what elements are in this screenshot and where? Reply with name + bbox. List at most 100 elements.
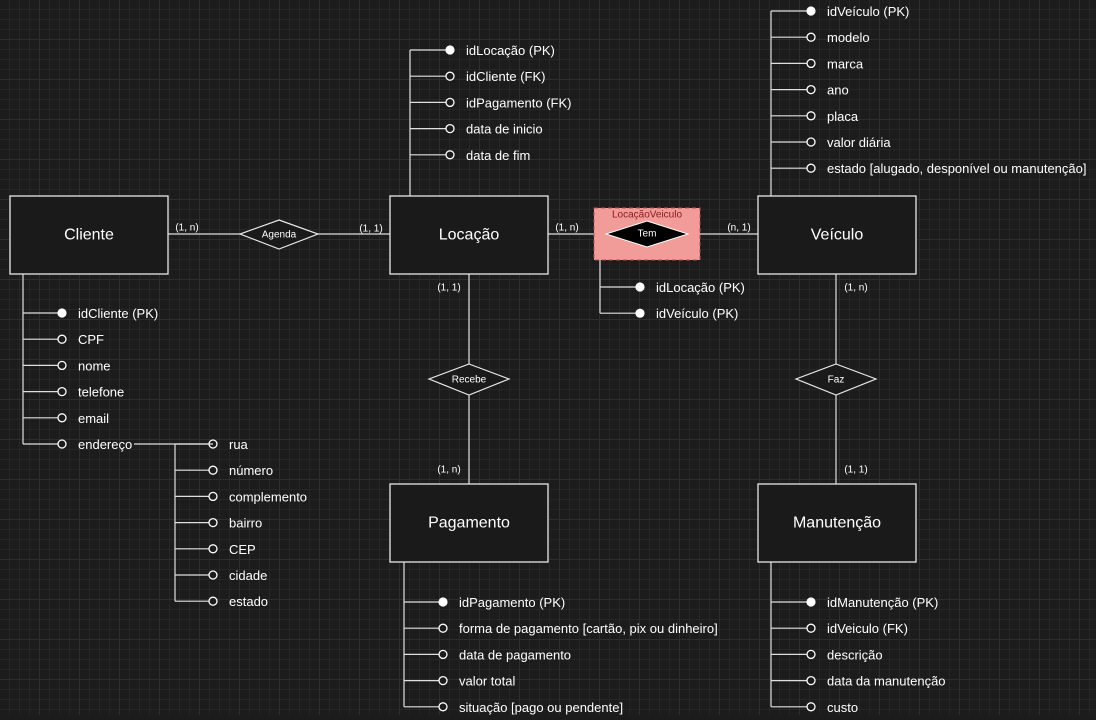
entity-cliente-box[interactable] — [9, 195, 169, 275]
attribute-marker — [438, 702, 448, 712]
primary-key-marker — [635, 282, 645, 292]
attribute-label: bairro — [229, 516, 262, 531]
attribute-marker — [806, 623, 816, 633]
primary-key-marker — [635, 308, 645, 318]
attribute-label: data da manutenção — [827, 674, 946, 689]
entity-veiculo[interactable]: Veículo — [757, 195, 917, 275]
attribute-label: estado [alugado, desponível ou manutençã… — [827, 161, 1086, 176]
attribute-marker — [57, 386, 67, 397]
attribute-label: marca — [827, 56, 864, 71]
attribute-marker — [438, 675, 448, 686]
primary-key-marker — [445, 45, 455, 55]
attribute-label: descrição — [827, 647, 883, 662]
attribute-tree-locacao: idLocação (PK)idCliente (FK)idPagamento … — [409, 43, 572, 196]
attribute-label: situação [pago ou pendente] — [459, 700, 623, 715]
attribute-label: idCliente (PK) — [78, 306, 158, 321]
cardinality-cliente-agenda: (1, n) — [175, 223, 198, 234]
entity-veiculo-label: Veículo — [811, 227, 864, 244]
attribute-marker — [208, 517, 218, 528]
attribute-label: valor total — [459, 674, 515, 689]
relationship-lines — [168, 233, 837, 484]
attribute-marker — [445, 71, 455, 81]
attribute-label: idVeiculo (FK) — [827, 621, 908, 636]
attribute-marker — [208, 491, 218, 502]
attribute-tree-cliente: idCliente (PK)CPFnometelefoneemailendere… — [22, 274, 158, 452]
attribute-label: valor diária — [827, 135, 891, 150]
entity-pagamento-box[interactable] — [389, 483, 549, 563]
attribute-marker — [806, 111, 816, 121]
entity-cliente-label: Cliente — [64, 227, 114, 244]
cardinality-locacao-tem: (1, n) — [555, 223, 578, 234]
cardinalities: (1, n) (1, 1) (1, n) (n, 1) (1, 1) (1, n… — [175, 223, 867, 476]
attribute-marker — [806, 84, 816, 95]
attribute-marker — [806, 702, 816, 712]
entity-veiculo-box[interactable] — [757, 195, 917, 275]
primary-key-marker — [806, 597, 816, 607]
attribute-marker — [438, 623, 448, 633]
attribute-marker — [806, 649, 816, 660]
attribute-label: idVeículo (PK) — [827, 4, 909, 19]
entity-pagamento[interactable]: Pagamento — [389, 483, 549, 563]
attribute-label: email — [78, 411, 109, 426]
attribute-label: idPagamento (PK) — [459, 595, 565, 610]
attribute-marker — [208, 570, 218, 580]
relationship-faz[interactable]: Faz — [794, 363, 878, 396]
attribute-marker — [806, 32, 816, 42]
attribute-label: complemento — [229, 489, 307, 504]
attribute-marker — [806, 58, 816, 69]
attribute-label: idManutenção (PK) — [827, 595, 938, 610]
primary-key-marker — [438, 597, 448, 607]
attribute-label: estado — [229, 594, 268, 609]
cardinality-locacao-recebe: (1, 1) — [437, 283, 460, 294]
entity-locacao-box[interactable] — [389, 195, 549, 275]
attribute-label: telefone — [78, 385, 124, 400]
relationship-faz-diamond[interactable] — [794, 363, 878, 396]
cardinality-recebe-pagamento: (1, n) — [437, 465, 460, 476]
relationship-recebe-label: Recebe — [452, 375, 487, 386]
relationship-recebe[interactable]: Recebe — [427, 363, 511, 396]
attribute-marker — [208, 465, 218, 475]
relationship-tem-diamond[interactable] — [604, 220, 690, 248]
attribute-label: idVeículo (PK) — [656, 306, 738, 321]
attribute-label: número — [229, 463, 273, 478]
entity-manutencao-label: Manutenção — [793, 515, 881, 532]
relationship-agenda-diamond[interactable] — [238, 219, 320, 250]
attribute-marker — [208, 596, 218, 606]
attribute-trees: idCliente (PK)CPFnometelefoneemailendere… — [22, 4, 1086, 715]
associative-entity-locacao-veiculo[interactable]: LocaçãoVeiculo Tem — [593, 207, 701, 261]
associative-entity-title: LocaçãoVeiculo — [612, 210, 682, 221]
primary-key-marker — [806, 6, 816, 16]
attribute-label: placa — [827, 109, 859, 124]
attribute-label: idCliente (FK) — [466, 69, 545, 84]
entity-cliente[interactable]: Cliente — [9, 195, 169, 275]
relationship-agenda[interactable]: Agenda — [238, 219, 320, 250]
attribute-marker — [57, 413, 67, 423]
attribute-label: modelo — [827, 30, 870, 45]
entity-pagamento-label: Pagamento — [428, 515, 510, 532]
attribute-tree-locacao_veiculo: idLocação (PK)idVeículo (PK) — [599, 260, 745, 321]
relationship-recebe-diamond[interactable] — [427, 363, 511, 396]
attribute-tree-manutencao: idManutenção (PK) idVeiculo (FK) descrição… — [770, 562, 946, 715]
cardinality-agenda-locacao: (1, 1) — [359, 224, 382, 235]
attribute-marker — [438, 649, 448, 660]
attribute-marker — [57, 334, 67, 344]
entity-locacao-label: Locação — [439, 227, 500, 244]
primary-key-marker — [57, 308, 67, 318]
attribute-label: idPagamento (FK) — [466, 95, 572, 110]
entity-manutencao[interactable]: Manutenção — [757, 483, 917, 563]
relationship-faz-label: Faz — [828, 375, 845, 386]
relationship-agenda-label: Agenda — [262, 230, 297, 241]
attribute-label: data de inicio — [466, 122, 543, 137]
entity-locacao[interactable]: Locação — [389, 195, 549, 275]
attribute-label: forma de pagamento [cartão, pix ou dinhe… — [459, 621, 718, 636]
attribute-label: data de fim — [466, 148, 530, 163]
attribute-label: cidade — [229, 568, 267, 583]
entity-manutencao-box[interactable] — [757, 483, 917, 563]
attribute-tree-pagamento: idPagamento (PK) forma de pagamento [cart… — [403, 562, 718, 715]
cardinality-faz-manutencao: (1, 1) — [844, 465, 867, 476]
attribute-label: CPF — [78, 332, 104, 347]
attribute-marker — [57, 360, 67, 371]
